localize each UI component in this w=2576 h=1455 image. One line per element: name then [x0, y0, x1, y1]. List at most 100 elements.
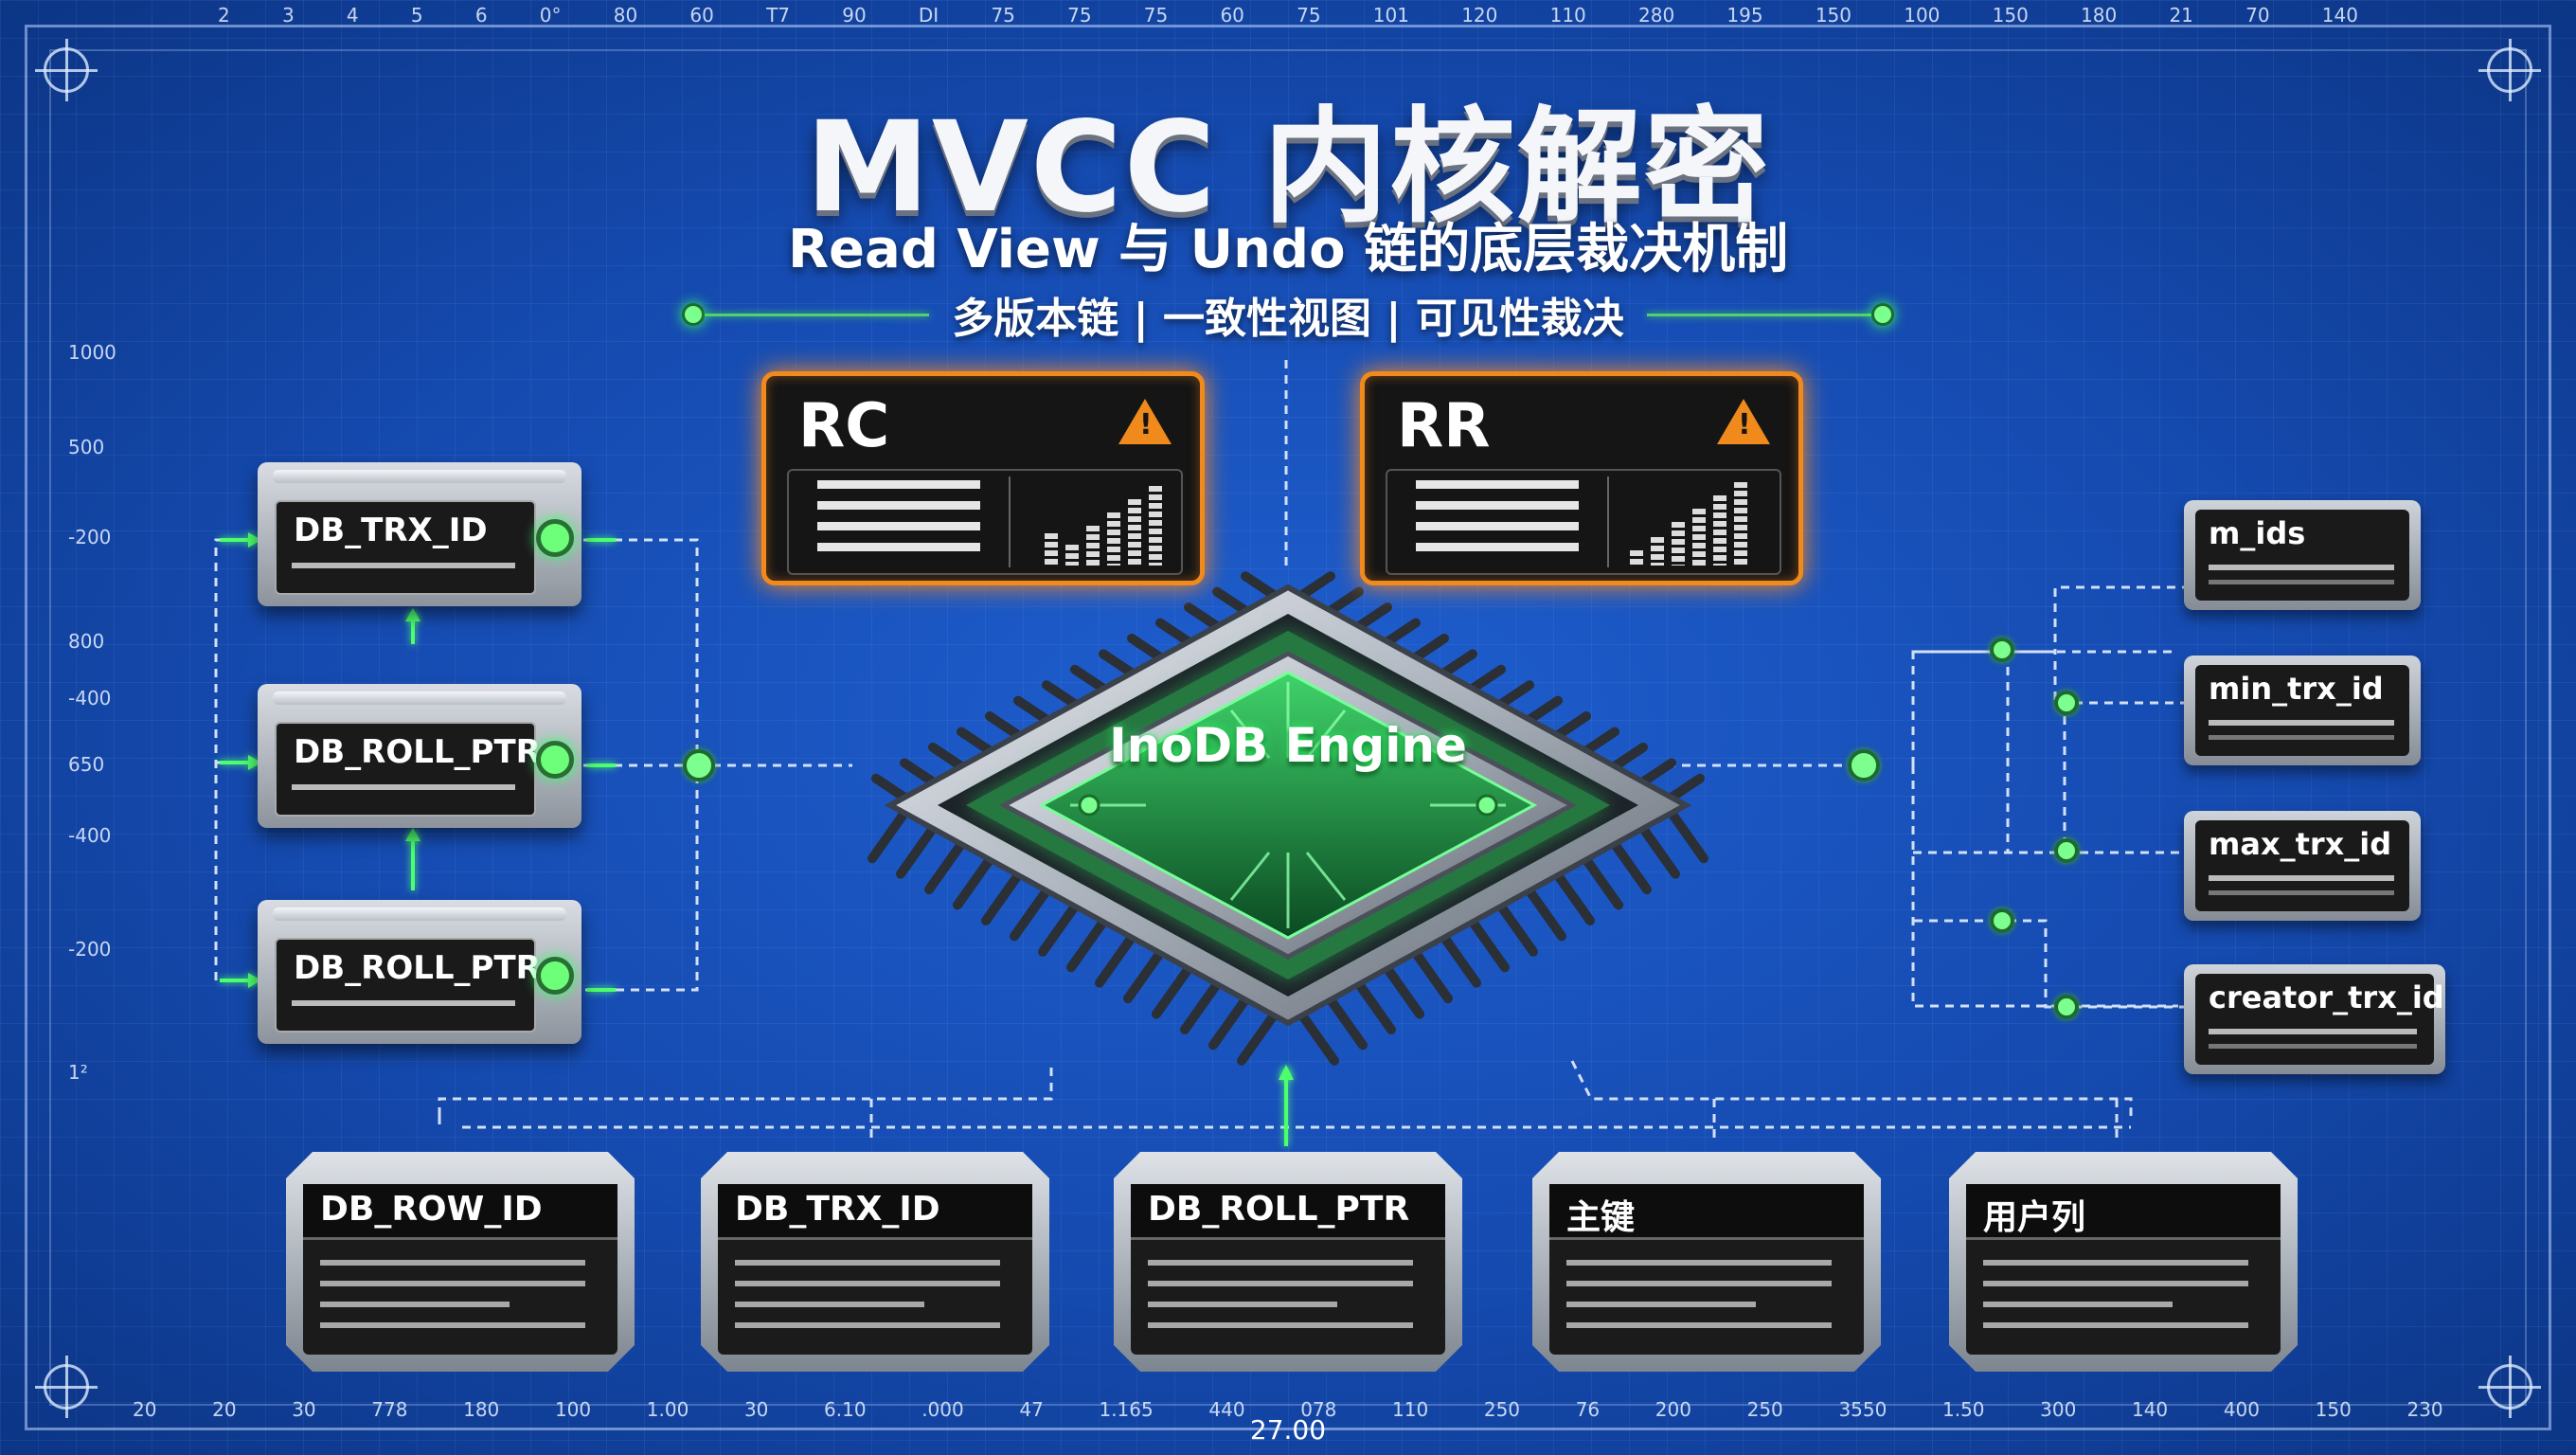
ruler-tick-label: 90: [842, 4, 867, 27]
chip-pin: [1440, 932, 1481, 988]
port-icon: [536, 957, 574, 995]
row-field-card: DB_TRX_ID: [701, 1152, 1049, 1372]
engine-label: InoDB Engine: [1109, 718, 1467, 773]
chip-pin: [1010, 886, 1051, 942]
chip-pin: [1038, 901, 1080, 957]
ruler-tick-label: 47: [1019, 1398, 1044, 1421]
row-field-card: 用户列: [1949, 1152, 2298, 1372]
ruler-tick-label: 60: [1220, 4, 1244, 27]
ruler-tick-label: 101: [1372, 4, 1409, 27]
read-view-field: m_ids: [2184, 500, 2421, 610]
ruler-tick-label: DI: [918, 4, 939, 27]
chip-pin: [1638, 823, 1680, 879]
chip-pin: [1123, 948, 1165, 1004]
read-view-label: creator_trx_id: [2209, 979, 2444, 1015]
chip-pin: [928, 742, 966, 771]
chip-pin: [896, 823, 938, 879]
ruler-tick-label: 1000: [68, 341, 116, 364]
chip-pin: [1383, 618, 1421, 647]
chip-pin: [1099, 649, 1136, 678]
chip-pin: [900, 758, 938, 787]
ruler-tick-label: 195: [1726, 4, 1763, 27]
ruler-tick-label: 1²: [68, 1061, 88, 1084]
ruler-tick-label: 180: [463, 1398, 500, 1421]
ruler-tick-label: 76: [1575, 1398, 1601, 1421]
row-field-label: 主键: [1566, 1198, 1636, 1237]
chip-pin: [1152, 963, 1193, 1019]
ruler-tick-label: 4: [346, 4, 359, 27]
ruler-tick-label: -400: [68, 824, 112, 847]
ruler-tick-label: 280: [1638, 4, 1675, 27]
ruler-tick-label: 110: [1392, 1398, 1429, 1421]
crosshair-icon: [35, 1356, 98, 1418]
read-view-label: max_trx_id: [2209, 826, 2392, 862]
read-view-field: min_trx_id: [2184, 656, 2421, 765]
chip-pin: [1297, 571, 1335, 601]
undo-chain-node: DB_TRX_ID: [258, 462, 581, 606]
chip-pin: [1610, 742, 1648, 771]
ruler-tick-label: 1.00: [646, 1398, 689, 1421]
chip-pin: [1582, 727, 1619, 756]
outer-frame: [25, 25, 2551, 1430]
node-dot-icon: [682, 303, 705, 326]
ruler-tick-label: 30: [292, 1398, 316, 1421]
row-field-label: DB_ROW_ID: [320, 1190, 543, 1229]
ruler-tick-label: 20: [212, 1398, 237, 1421]
undo-chain-label: DB_ROLL_PTR: [294, 949, 541, 987]
chip-pin: [1667, 773, 1705, 802]
chip-pin: [1297, 1010, 1339, 1066]
chip-pin: [1411, 948, 1453, 1004]
ruler-tick-label: 30: [743, 1398, 769, 1421]
ruler-tick-label: 140: [2321, 4, 2358, 27]
ruler-tick-label: 60: [689, 4, 714, 27]
ruler-tick-label: 3550: [1838, 1398, 1887, 1421]
ruler-tick-label: 078: [1300, 1398, 1337, 1421]
ruler-tick-label: 440: [1208, 1398, 1245, 1421]
ruler-tick-label: 400: [2223, 1398, 2260, 1421]
chip-pin: [1553, 711, 1591, 741]
node-dot-icon: [1871, 303, 1895, 326]
ruler-tick-label: 250: [1746, 1398, 1783, 1421]
ruler-tick-label: 110: [1549, 4, 1586, 27]
row-field-label: DB_TRX_ID: [735, 1190, 940, 1229]
ruler-tick-label: 5: [410, 4, 423, 27]
port-icon: [536, 741, 574, 779]
row-field-card: 主键: [1532, 1152, 1881, 1372]
ruler-tick-label: 80: [613, 4, 638, 27]
row-field-label: 用户列: [1983, 1198, 2086, 1237]
row-field-card: DB_ROW_ID: [286, 1152, 635, 1372]
ruler-tick-label: 150: [1815, 4, 1852, 27]
ruler-tick-label: 300: [2040, 1398, 2077, 1421]
undo-chain-node: DB_ROLL_PTR: [258, 684, 581, 828]
chip-pin: [1326, 995, 1368, 1051]
chip-pin: [1066, 917, 1108, 973]
chip-pin: [1354, 979, 1396, 1034]
chip-pin: [1440, 649, 1477, 678]
undo-chain-label: DB_TRX_ID: [294, 512, 488, 549]
chip-pin: [1411, 633, 1449, 662]
chip-pin: [1237, 1010, 1279, 1066]
read-view-field: creator_trx_id: [2184, 964, 2445, 1074]
ruler-tick-label: 250: [1483, 1398, 1521, 1421]
ruler-tick-label: .000: [921, 1398, 964, 1421]
tagline-rule-left: [705, 313, 930, 316]
chip-pin: [1326, 586, 1364, 616]
ruler-tick-label: 70: [2245, 4, 2270, 27]
chip-pin: [868, 808, 909, 864]
tagline: 多版本链 | 一致性视图 | 可见性裁决: [952, 295, 1624, 343]
mode-detail: [1386, 469, 1781, 575]
ruler-tick-label: 0°: [539, 4, 562, 27]
ruler-tick-label: 120: [1461, 4, 1498, 27]
chip-pin: [1013, 695, 1051, 725]
ruler-tick-label: -400: [68, 687, 112, 710]
chip-pin: [1525, 886, 1566, 942]
chip-pin: [1212, 586, 1250, 616]
chip-pin: [1383, 963, 1424, 1019]
innodb-chip-icon: [868, 571, 1708, 1066]
tagline-rule-right: [1646, 313, 1872, 316]
chip-pin: [1468, 664, 1506, 693]
chip-pin: [981, 870, 1023, 925]
chip-pin: [1468, 917, 1510, 973]
ruler-tick-label: 800: [68, 630, 105, 653]
